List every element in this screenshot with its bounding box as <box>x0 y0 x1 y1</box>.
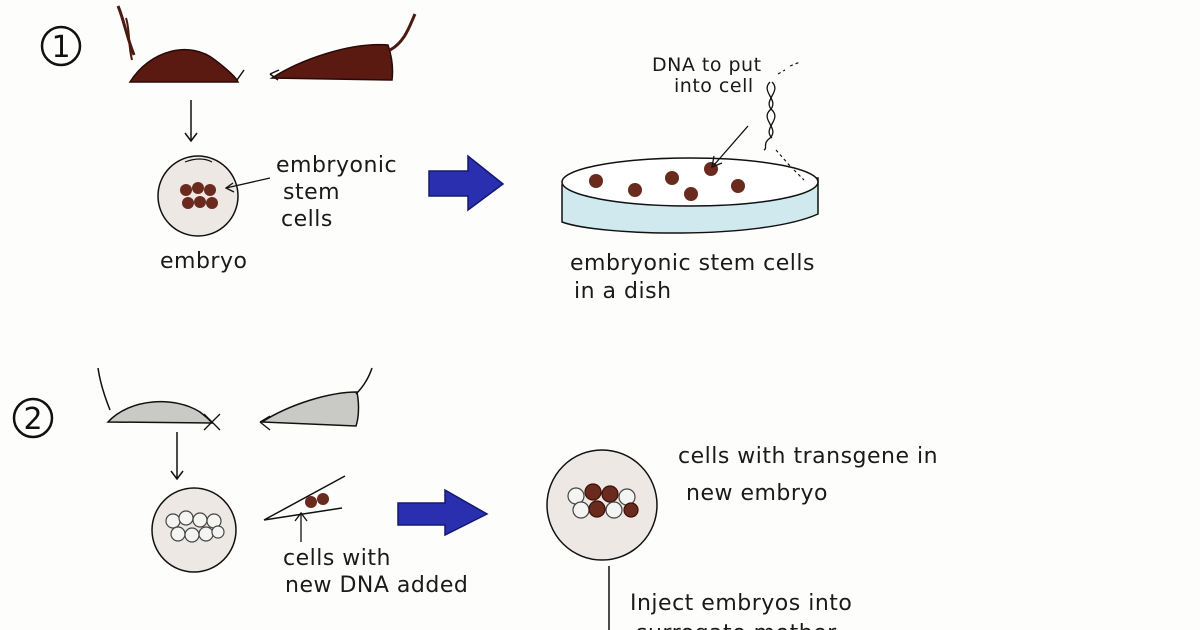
label-embryonic: embryonic <box>276 153 397 178</box>
mouse-gray-left <box>98 368 220 430</box>
label-dna-line1: DNA to put <box>652 54 762 76</box>
label-inject-line2: surrogate mother <box>636 621 837 630</box>
label-new-dna-added: new DNA added <box>285 573 468 598</box>
label-dish-line1: embryonic stem cells <box>570 251 815 276</box>
mouse-gray-right <box>260 368 372 430</box>
label-embryo: embryo <box>160 249 247 274</box>
svg-text:2: 2 <box>23 402 42 437</box>
blue-arrow-2 <box>398 490 487 535</box>
embryo-2 <box>152 488 236 572</box>
label-dish-line2: in a dish <box>574 279 672 304</box>
dna-helix <box>764 62 804 180</box>
label-dna-line2: into cell <box>674 75 754 97</box>
step-2-number: 2 <box>14 399 52 437</box>
arrow-down-2 <box>171 432 183 479</box>
pipette-pointer <box>295 513 307 542</box>
label-inject-line1: Inject embryos into <box>630 591 852 616</box>
label-cells: cells <box>281 207 333 232</box>
label-transgene-line2: new embryo <box>686 481 828 506</box>
embryo-transgene <box>547 450 657 560</box>
arrow-down-1 <box>185 100 197 141</box>
label-stem: stem <box>283 180 340 205</box>
petri-dish <box>562 158 818 233</box>
mouse-brown-left <box>118 6 244 82</box>
embryo-1 <box>158 156 238 236</box>
pipette <box>264 476 345 520</box>
svg-text:1: 1 <box>51 30 70 65</box>
step-1-number: 1 <box>42 27 80 65</box>
label-transgene-line1: cells with transgene in <box>678 444 938 469</box>
blue-arrow-1 <box>429 156 503 210</box>
label-cells-with: cells with <box>283 546 391 571</box>
mouse-brown-right <box>270 14 415 80</box>
